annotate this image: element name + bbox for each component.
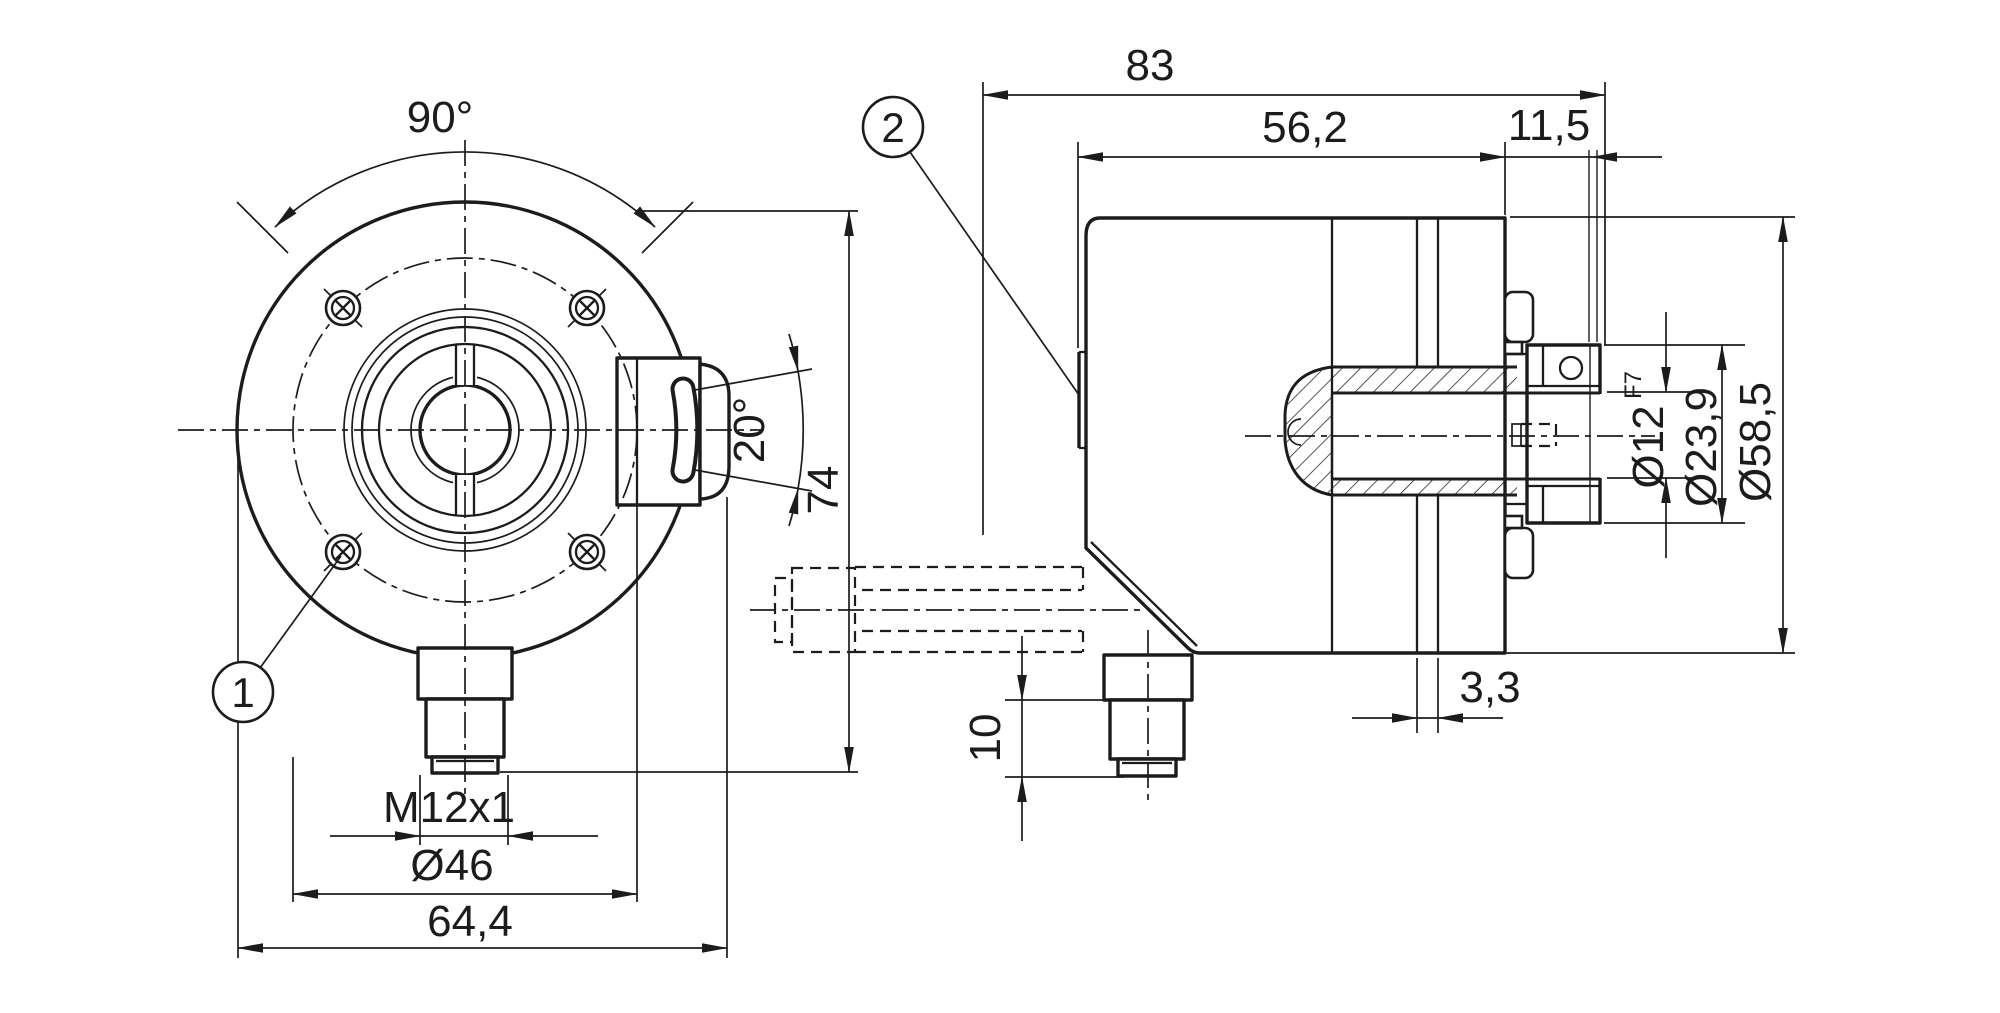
side-connector bbox=[1102, 630, 1194, 800]
dim-74: 74 bbox=[500, 210, 858, 773]
screw-bottom-right bbox=[568, 533, 606, 571]
dim-3-3-label: 3,3 bbox=[1459, 663, 1520, 712]
screw-top-right bbox=[568, 289, 606, 327]
dim-90-degrees-label: 90° bbox=[407, 93, 474, 142]
dim-64-4: 64,4 bbox=[237, 447, 728, 958]
screw-bottom-left bbox=[324, 533, 362, 571]
rear-ear-top bbox=[1503, 290, 1535, 344]
callout-2: 2 bbox=[861, 95, 1080, 396]
rear-ear-bottom bbox=[1503, 526, 1535, 580]
callout-2-label: 2 bbox=[881, 104, 904, 151]
dim-56-2-label: 56,2 bbox=[1262, 103, 1348, 152]
callout-1: 1 bbox=[211, 555, 342, 724]
dim-83-label: 83 bbox=[1126, 41, 1175, 90]
dim-d46: Ø46 bbox=[292, 505, 638, 902]
collet-slots bbox=[454, 344, 476, 516]
dim-74-label: 74 bbox=[799, 466, 848, 515]
dim-11-5-label: 11,5 bbox=[1508, 101, 1590, 150]
callout-2-circle bbox=[861, 95, 925, 159]
dim-d46-label: Ø46 bbox=[410, 841, 493, 890]
dim-3-3: 3,3 bbox=[1352, 658, 1521, 733]
front-view: 90° 20° 74 M12x1 Ø46 bbox=[178, 93, 858, 958]
screw-top-left bbox=[324, 289, 362, 327]
mounting-tab-cap bbox=[698, 362, 731, 501]
chamfer-inner-line bbox=[1090, 541, 1198, 647]
set-screw bbox=[1511, 423, 1522, 447]
radial-connector-dashed bbox=[750, 565, 1145, 654]
dim-d58-5-label: Ø58,5 bbox=[1731, 382, 1780, 502]
clamp-screw-head bbox=[1558, 355, 1584, 381]
callout-1-circle bbox=[211, 660, 275, 724]
clamping-ring bbox=[1525, 343, 1602, 525]
dim-90-degrees: 90° bbox=[236, 93, 694, 254]
dim-10: 10 bbox=[961, 636, 1124, 841]
dim-83: 83 bbox=[982, 41, 1606, 535]
dim-d12-f7: Ø12 F7 bbox=[1607, 312, 1695, 558]
callout-1-label: 1 bbox=[231, 669, 254, 716]
dim-64-4-label: 64,4 bbox=[427, 897, 513, 946]
side-view: 83 56,2 11,5 Ø12 F7 Ø23,9 bbox=[750, 41, 1795, 841]
dim-20-degrees-label: 20° bbox=[725, 397, 774, 464]
dim-m12x1: M12x1 bbox=[330, 775, 598, 845]
clamp-slot-lines bbox=[1415, 218, 1440, 653]
dim-d12-label: Ø12 bbox=[1624, 405, 1673, 488]
front-connector bbox=[416, 646, 514, 775]
dim-56-2: 56,2 bbox=[1077, 103, 1506, 348]
dim-11-5: 11,5 bbox=[1505, 101, 1662, 342]
dim-d58-5: Ø58,5 bbox=[1505, 216, 1795, 654]
dim-d23-9: Ø23,9 bbox=[1604, 344, 1745, 524]
dim-d23-9-label: Ø23,9 bbox=[1677, 387, 1726, 507]
dim-m12x1-label: M12x1 bbox=[383, 783, 515, 832]
dim-10-label: 10 bbox=[961, 714, 1010, 763]
dim-d12-tolerance-label: F7 bbox=[1620, 371, 1647, 399]
dim-20-degrees: 20° bbox=[694, 333, 813, 527]
